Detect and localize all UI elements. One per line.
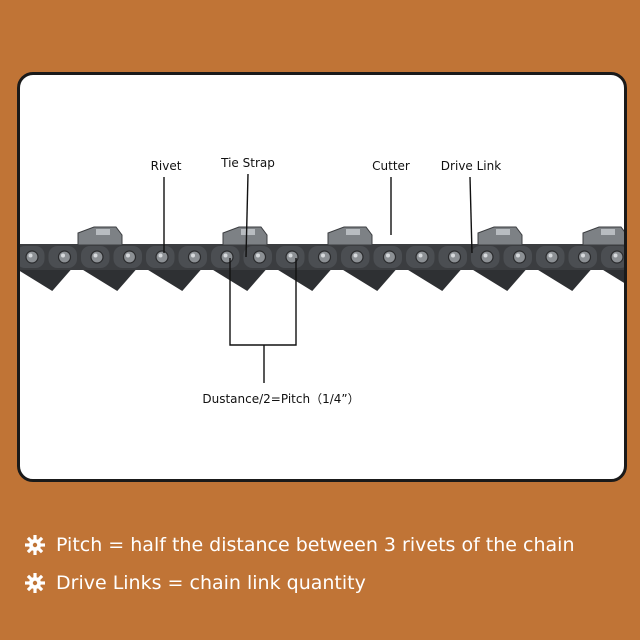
rivet-highlight <box>516 254 520 258</box>
rivet-highlight <box>94 254 98 258</box>
chain-diagram <box>20 75 624 479</box>
rivet-highlight <box>159 254 163 258</box>
rivet-highlight <box>614 254 618 258</box>
rivet <box>449 251 461 263</box>
rivet-highlight <box>581 254 585 258</box>
rivet <box>91 251 103 263</box>
gear-bullet-icon <box>24 572 46 594</box>
rivet <box>221 251 233 263</box>
rivet-highlight <box>419 254 423 258</box>
rivet-highlight <box>549 254 553 258</box>
rivet-highlight <box>289 254 293 258</box>
rivet-highlight <box>386 254 390 258</box>
rivet <box>124 251 136 263</box>
cutter-edge <box>96 229 110 235</box>
rivet-highlight <box>61 254 65 258</box>
rivet-highlight <box>126 254 130 258</box>
rivet <box>319 251 331 263</box>
rivet-highlight <box>451 254 455 258</box>
rivet-highlight <box>484 254 488 258</box>
note-text: Drive Links = chain link quantity <box>56 572 366 594</box>
drive-link-callout-line <box>470 177 472 253</box>
rivet-highlight <box>29 254 33 258</box>
cutter-edge <box>346 229 360 235</box>
rivet-highlight <box>321 254 325 258</box>
note-item: Pitch = half the distance between 3 rive… <box>24 526 574 564</box>
rivet <box>156 251 168 263</box>
tie-strap-label: Tie Strap <box>221 156 275 170</box>
note-item: Drive Links = chain link quantity <box>24 564 574 602</box>
rivet-label: Rivet <box>151 159 182 173</box>
rivet <box>254 251 266 263</box>
rivet <box>579 251 591 263</box>
rivet-highlight <box>191 254 195 258</box>
rivet-highlight <box>354 254 358 258</box>
rivet <box>514 251 526 263</box>
notes-list: Pitch = half the distance between 3 rive… <box>24 526 574 602</box>
rivet-highlight <box>224 254 228 258</box>
rivet <box>546 251 558 263</box>
rivet <box>481 251 493 263</box>
pitch-formula-label: Dustance/2=Pitch（1/4”） <box>202 390 359 407</box>
drive-link-label: Drive Link <box>441 159 501 173</box>
rivet <box>189 251 201 263</box>
rivet <box>26 251 38 263</box>
cutter-edge <box>601 229 615 235</box>
rivet <box>351 251 363 263</box>
cutter-label: Cutter <box>372 159 410 173</box>
rivet-highlight <box>256 254 260 258</box>
rivet <box>416 251 428 263</box>
rivet <box>59 251 71 263</box>
gear-bullet-icon <box>24 534 46 556</box>
cutter-edge <box>241 229 255 235</box>
diagram-panel: Rivet Tie Strap Cutter Drive Link Dustan… <box>17 72 627 482</box>
note-text: Pitch = half the distance between 3 rive… <box>56 534 574 556</box>
rivet <box>384 251 396 263</box>
rivet <box>611 251 623 263</box>
cutter-edge <box>496 229 510 235</box>
saw-chain <box>20 227 624 291</box>
